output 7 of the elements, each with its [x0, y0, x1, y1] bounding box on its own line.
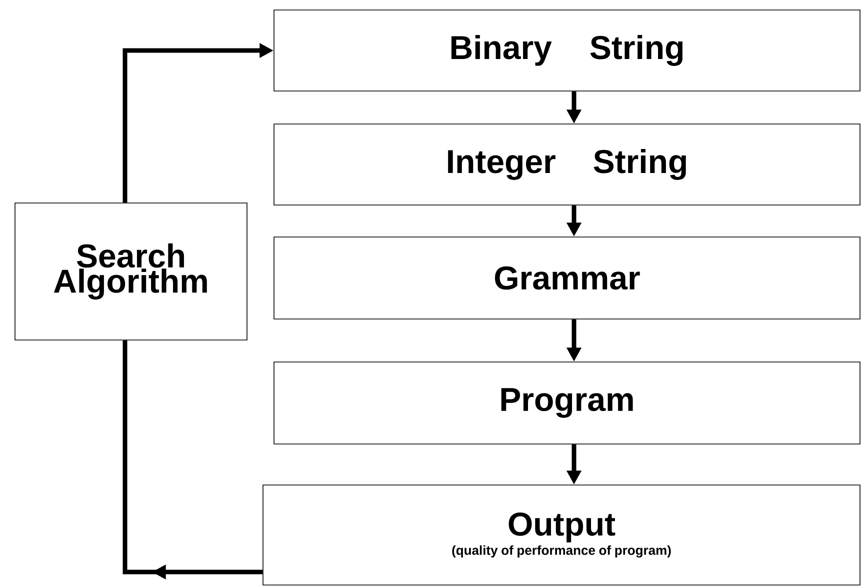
process-box: Binary String: [274, 10, 860, 92]
arrow: [122, 340, 263, 580]
process-box: Search Algorithm: [14, 202, 248, 340]
process-box: Output (quality of performance of program): [262, 484, 860, 586]
process-box: Grammar: [274, 236, 860, 320]
process-box: Integer String: [274, 124, 860, 206]
process-box: Program: [274, 362, 860, 444]
